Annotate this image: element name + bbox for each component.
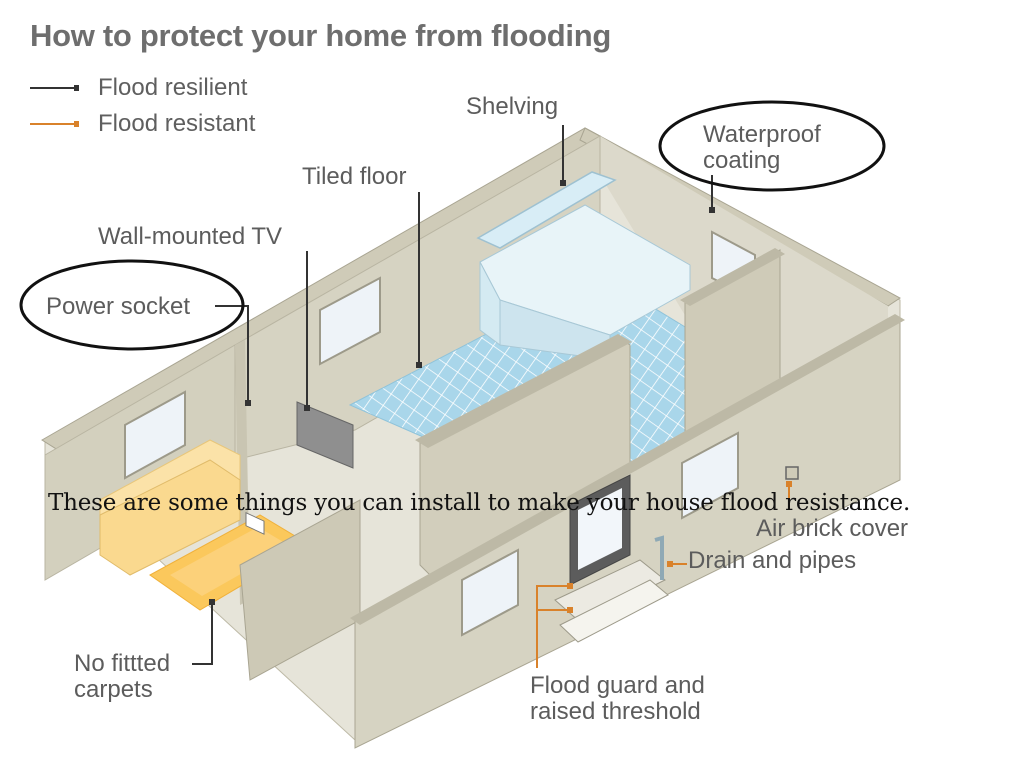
flood-guard — [554, 559, 666, 623]
power-socket — [245, 511, 265, 535]
legend-item-resilient: Flood resilient — [30, 74, 247, 102]
legend-label: Flood resistant — [98, 110, 256, 137]
label-tiled-floor: Tiled floor — [302, 163, 407, 190]
middle-window — [319, 276, 381, 366]
drain-pipe — [654, 535, 664, 580]
legend-line-resilient — [30, 85, 79, 91]
circle-waterproof — [658, 100, 886, 192]
wall-tv — [296, 401, 354, 469]
leader-dots — [209, 180, 792, 613]
legend-line-resistant — [30, 121, 79, 127]
front-door-glass — [578, 488, 622, 570]
label-carpets-2: carpets — [74, 676, 153, 703]
label-wall-tv: Wall-mounted TV — [98, 223, 283, 250]
leader-lines — [192, 125, 790, 668]
leader-carpets — [192, 602, 213, 665]
label-flood-guard-1: Flood guard and — [530, 672, 705, 699]
partition-right-top — [680, 248, 785, 306]
label-shelving: Shelving — [466, 93, 559, 120]
caption-text: These are some things you can install to… — [48, 490, 911, 516]
label-drain-pipes: Drain and pipes — [688, 547, 857, 574]
label-carpets-1: No fittted — [74, 650, 171, 677]
front-window-left — [461, 548, 519, 637]
label-waterproof-2: coating — [703, 147, 781, 174]
label-air-brick: Air brick cover — [756, 515, 909, 542]
diagram-title: How to protect your home from flooding — [30, 18, 612, 53]
front-wall-top — [350, 314, 905, 625]
sofa-seat — [99, 459, 241, 576]
leader-socket — [215, 305, 249, 403]
label-power-socket: Power socket — [46, 293, 191, 320]
front-window-right — [681, 431, 739, 520]
label-waterproof-1: Waterproof — [703, 121, 821, 148]
air-brick — [785, 466, 799, 480]
legend-item-resistant: Flood resistant — [30, 110, 255, 138]
rug-inner — [170, 527, 290, 596]
label-flood-guard-2: raised threshold — [530, 698, 701, 725]
circle-power-socket — [19, 259, 245, 351]
left-window — [124, 390, 186, 480]
shelving — [476, 171, 617, 249]
leader-flood-guard — [536, 585, 570, 668]
partition-middle-top — [415, 334, 632, 448]
raised-threshold — [559, 579, 669, 643]
legend-label: Flood resilient — [98, 74, 248, 101]
